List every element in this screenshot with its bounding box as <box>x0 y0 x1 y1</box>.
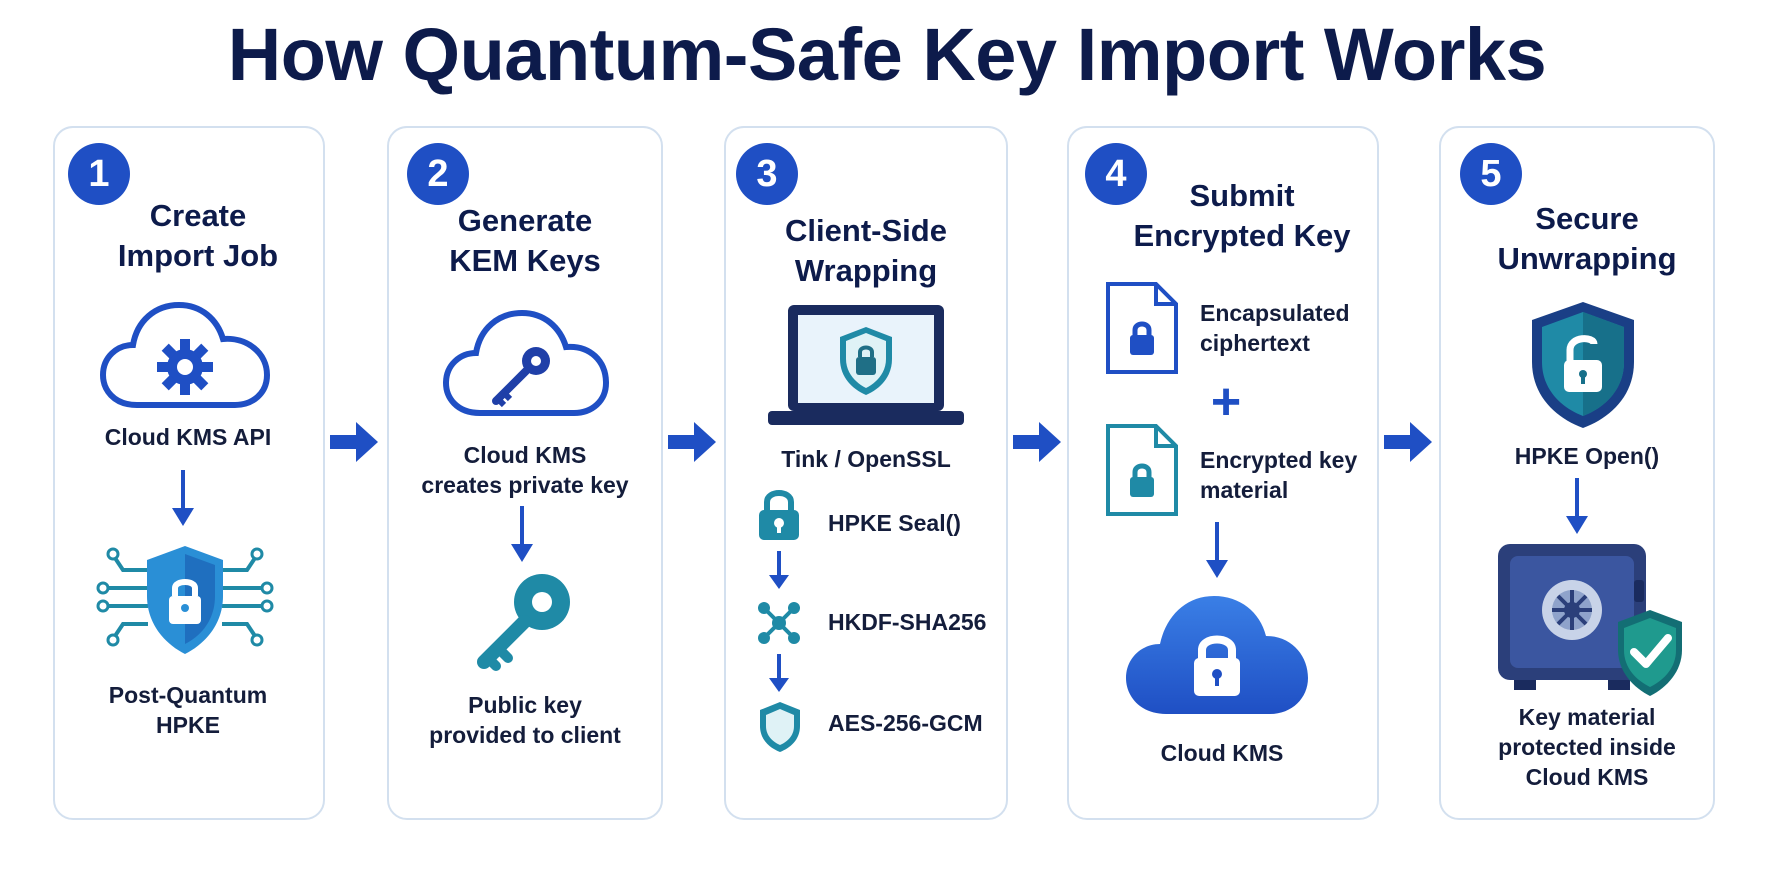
down-arrow-icon <box>172 470 194 526</box>
step-4-item-cloud-kms: Cloud KMS <box>1160 740 1284 766</box>
locked-document-icon <box>1106 424 1178 516</box>
step-arrow-3-to-4-icon <box>1013 422 1061 462</box>
plus-sign: + <box>1210 373 1242 431</box>
step-title-3: Client-Side Wrapping <box>724 211 1008 291</box>
step-title-1-line1: Create <box>149 198 247 233</box>
step-number-badge-3: 3 <box>736 143 798 205</box>
step-3-item-hkdf-sha256: HKDF-SHA256 <box>828 609 987 635</box>
cloud-key-icon <box>442 309 610 416</box>
step-4-item-encapsulated-ciphertext: Encapsulated ciphertext <box>1200 298 1370 358</box>
step-3-item-tink-openssl: Tink / OpenSSL <box>781 446 951 472</box>
step-arrow-2-to-3-icon <box>668 422 716 462</box>
step-2-item-provided-to-client: provided to client <box>429 722 621 748</box>
step-4-item-encapsulated: Encapsulated <box>1200 300 1350 326</box>
step-number-badge-1: 1 <box>68 143 130 205</box>
step-5-item-key-material: Key material <box>1518 704 1656 730</box>
step-title-1-line2: Import Job <box>117 238 279 273</box>
down-arrow-icon <box>1206 522 1228 578</box>
laptop-shield-icon <box>768 305 964 425</box>
step-2-item-cloud-kms: Cloud KMS <box>463 442 587 468</box>
step-number-badge-5: 5 <box>1460 143 1522 205</box>
step-title-3-line2: Wrapping <box>794 253 938 288</box>
key-icon <box>477 574 570 671</box>
step-2-item-public-key-provided-to-client: Public key provided to client <box>397 690 653 750</box>
step-title-3-line1: Client-Side <box>785 213 947 248</box>
step-number-badge-2: 2 <box>407 143 469 205</box>
shield-icon <box>760 702 800 752</box>
down-arrow-icon <box>1566 478 1588 534</box>
step-5-item-protected-inside: protected inside <box>1498 734 1676 760</box>
step-2-item-creates-private-key: creates private key <box>421 472 629 498</box>
vault-check-icon <box>1498 544 1682 696</box>
cloud-gear-icon <box>99 301 271 408</box>
shield-unlock-icon <box>1532 302 1634 428</box>
circuit-shield-lock-icon <box>96 546 274 654</box>
step-card-3 <box>724 126 1008 820</box>
down-arrow-icon <box>769 551 789 589</box>
cloud-lock-icon <box>1126 596 1308 714</box>
step-arrow-1-to-2-icon <box>330 422 378 462</box>
step-4-item-encrypted-key: Encrypted key <box>1200 447 1358 473</box>
step-title-5-line1: Secure <box>1535 201 1639 236</box>
step-title-1: Create Import Job <box>53 196 343 276</box>
step-number-badge-4: 4 <box>1085 143 1147 205</box>
step-4-item-encrypted-key-material: Encrypted key material <box>1200 445 1375 505</box>
step-title-2-line2: KEM Keys <box>449 243 601 278</box>
step-2-item-public-key: Public key <box>468 692 582 718</box>
network-nodes-icon <box>758 602 800 644</box>
lock-icon <box>759 490 799 540</box>
step-5-item-hpke-open: HPKE Open() <box>1514 443 1660 469</box>
step-title-5: Secure Unwrapping <box>1449 199 1725 279</box>
step-card-5 <box>1439 126 1715 820</box>
step-1-item-post-quantum-hpke: Post-Quantum HPKE <box>83 680 293 740</box>
down-arrow-icon <box>769 654 789 692</box>
down-arrow-icon <box>511 506 533 562</box>
step-1-item-cloud-kms-api: Cloud KMS API <box>104 424 272 450</box>
step-title-4-line2: Encrypted Key <box>1133 218 1351 253</box>
step-arrow-4-to-5-icon <box>1384 422 1432 462</box>
step-4-item-material: material <box>1200 477 1289 503</box>
step-4-item-ciphertext: ciphertext <box>1200 330 1310 356</box>
step-title-2-line1: Generate <box>457 203 593 238</box>
step-5-item-key-material-protected: Key material protected inside Cloud KMS <box>1459 702 1715 792</box>
step-title-2: Generate KEM Keys <box>387 201 663 281</box>
step-title-5-line2: Unwrapping <box>1497 241 1677 276</box>
step-1-item-post-quantum: Post-Quantum <box>108 682 268 708</box>
step-title-4-line1: Submit <box>1189 178 1295 213</box>
page-title: How Quantum-Safe Key Import Works <box>227 13 1547 96</box>
step-card-1 <box>53 126 325 820</box>
step-2-item-cloud-kms-creates-private-key: Cloud KMS creates private key <box>397 440 653 500</box>
step-3-item-hpke-seal: HPKE Seal() <box>828 510 961 536</box>
step-5-item-cloud-kms: Cloud KMS <box>1525 764 1649 790</box>
step-card-2 <box>387 126 663 820</box>
locked-document-icon <box>1106 282 1178 374</box>
step-1-item-hpke: HPKE <box>156 712 220 738</box>
step-3-item-aes-256-gcm: AES-256-GCM <box>828 710 983 736</box>
step-title-4: Submit Encrypted Key <box>1107 176 1377 256</box>
